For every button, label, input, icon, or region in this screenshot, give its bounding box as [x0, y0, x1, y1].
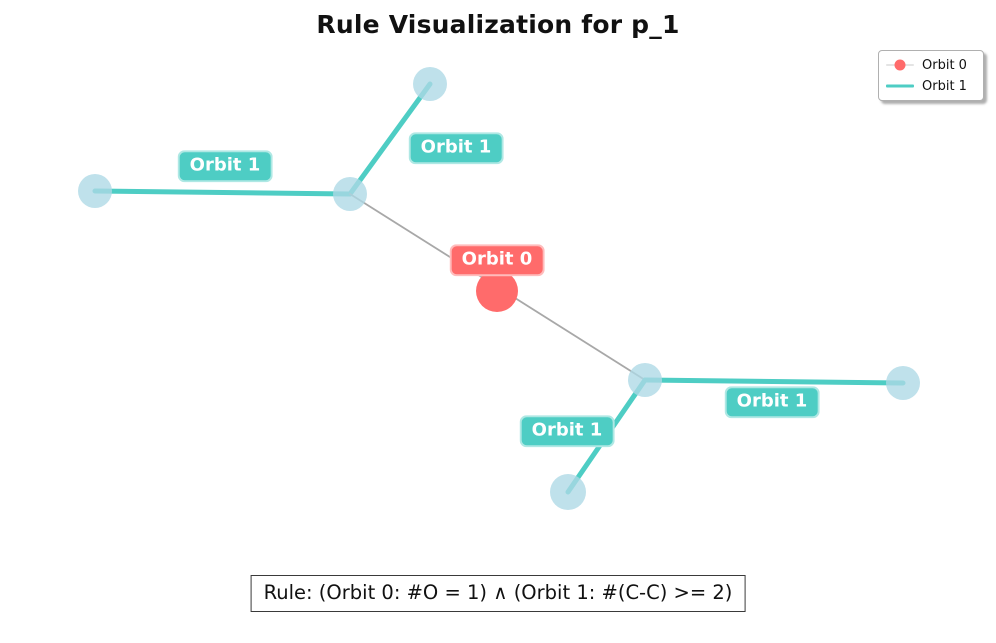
- graph-node: [333, 177, 367, 211]
- rule-text-box: Rule: (Orbit 0: #O = 1) ∧ (Orbit 1: #(C-…: [250, 575, 746, 612]
- legend-dot: [894, 59, 906, 71]
- orbit1-edge: [347, 81, 433, 197]
- legend-item-orbit0: Orbit 0: [886, 56, 975, 74]
- legend-item-orbit1: Orbit 1: [886, 77, 975, 95]
- graph-node: [886, 366, 920, 400]
- graph-node: [413, 67, 447, 101]
- legend-label: Orbit 1: [922, 78, 967, 94]
- legend-label: Orbit 0: [922, 57, 967, 73]
- page-title: Rule Visualization for p_1: [316, 10, 680, 39]
- orbit1-edge: [642, 377, 906, 386]
- orbit0-dot-icon: [886, 56, 914, 74]
- orbit1-label: Orbit 1: [408, 132, 504, 164]
- orbit1-label: Orbit 1: [724, 386, 820, 418]
- orbit1-line-icon: [886, 77, 914, 95]
- graph-node: [628, 363, 662, 397]
- legend-line: [886, 84, 914, 88]
- orbit0-node: [476, 270, 518, 312]
- orbit1-label: Orbit 1: [177, 150, 273, 182]
- legend: Orbit 0 Orbit 1: [878, 50, 984, 101]
- orbit1-edge: [92, 188, 353, 197]
- orbit0-label: Orbit 0: [449, 244, 545, 276]
- graph-node: [550, 474, 586, 510]
- orbit1-label: Orbit 1: [519, 415, 615, 447]
- graph-node: [78, 174, 112, 208]
